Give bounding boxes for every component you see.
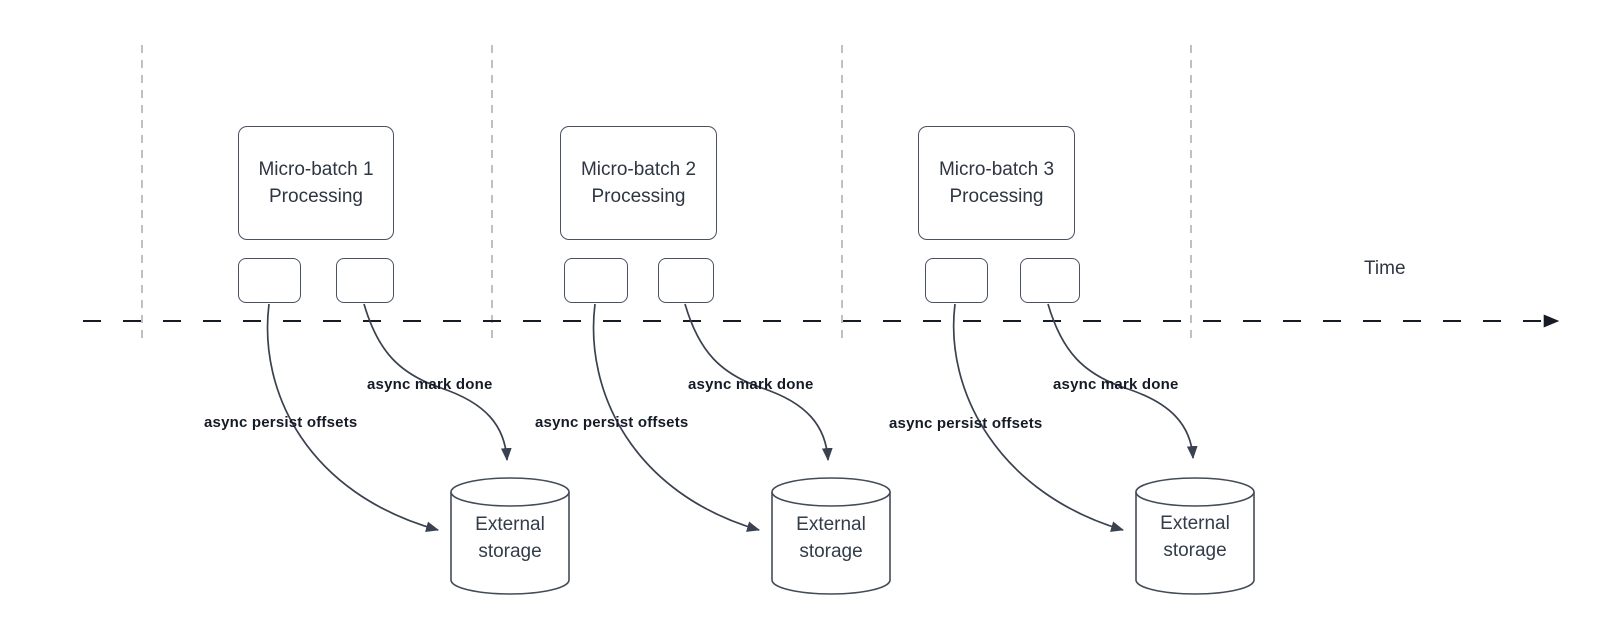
- external-storage-2-label: External storage: [772, 480, 890, 596]
- batch-2-mark-done-task-box: [658, 258, 714, 303]
- external-storage-cylinder-3: [1135, 477, 1255, 595]
- external-storage-cylinder-2: [771, 477, 891, 595]
- batch-3-persist-task-box: [925, 258, 988, 303]
- batch-1-mark-done-task-box: [336, 258, 394, 303]
- micro-batch-1-title-line1: Micro-batch 1: [258, 159, 374, 180]
- external-storage-2-line2: storage: [799, 541, 863, 562]
- micro-batch-3-title-line2: Processing: [949, 186, 1044, 207]
- mark-done-arrow-3: [1047, 303, 1198, 460]
- mark-done-arrow-1: [363, 303, 512, 462]
- batch-1-mark-done-label: async mark done: [367, 376, 493, 393]
- external-storage-3-line2: storage: [1163, 540, 1227, 561]
- batch-2-persist-offsets-label: async persist offsets: [535, 414, 689, 431]
- batch-3-persist-offsets-label: async persist offsets: [889, 415, 1043, 432]
- micro-batch-2-title-line2: Processing: [591, 186, 686, 207]
- persist-offsets-arrow-3: [952, 303, 1125, 532]
- mark-done-arrow-2: [684, 303, 833, 462]
- external-storage-2-line1: External: [796, 514, 866, 535]
- micro-batch-3-title-line1: Micro-batch 3: [938, 159, 1055, 180]
- batch-2-persist-task-box: [564, 258, 628, 303]
- external-storage-cylinder-1: [450, 477, 570, 595]
- micro-batch-1-box: Micro-batch 1 Processing: [238, 126, 394, 240]
- batch-3-mark-done-label: async mark done: [1053, 376, 1179, 393]
- batch-3-mark-done-task-box: [1020, 258, 1080, 303]
- micro-batch-2-box: Micro-batch 2 Processing: [560, 126, 717, 240]
- time-axis-label: Time: [1364, 258, 1406, 279]
- batch-2-mark-done-label: async mark done: [688, 376, 814, 393]
- persist-offsets-arrow-1: [266, 303, 440, 533]
- batch-1-persist-offsets-label: async persist offsets: [204, 414, 358, 431]
- external-storage-3-line1: External: [1160, 513, 1230, 534]
- batch-1-persist-task-box: [238, 258, 301, 303]
- external-storage-1-label: External storage: [451, 480, 569, 596]
- external-storage-1-line1: External: [475, 514, 545, 535]
- persist-offsets-arrow-2: [592, 303, 761, 532]
- external-storage-1-line2: storage: [478, 541, 542, 562]
- external-storage-3-label: External storage: [1136, 479, 1254, 595]
- micro-batch-1-title-line2: Processing: [269, 186, 363, 207]
- micro-batch-2-title-line1: Micro-batch 2: [580, 159, 697, 180]
- micro-batch-3-box: Micro-batch 3 Processing: [918, 126, 1075, 240]
